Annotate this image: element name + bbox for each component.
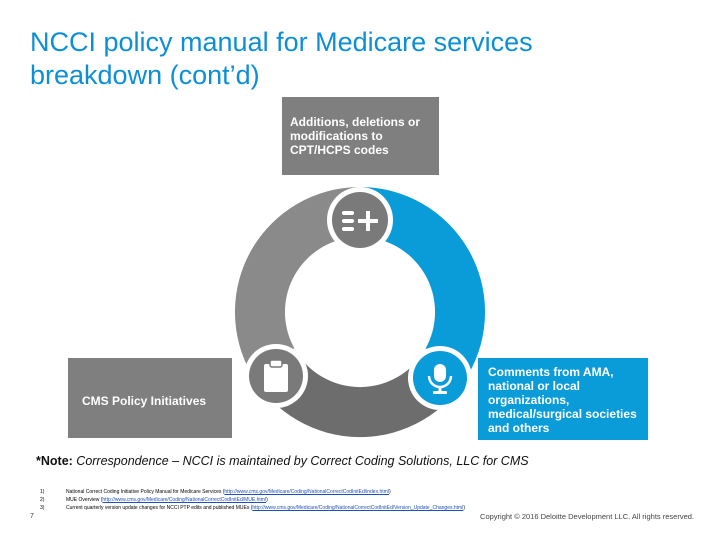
footnote-3: Current quarterly version update changes… <box>66 505 466 511</box>
note: *Note: Correspondence – NCCI is maintain… <box>36 454 529 468</box>
note-text: Correspondence – NCCI is maintained by C… <box>72 454 529 468</box>
footnote-number: 1) <box>40 489 45 495</box>
clipboard-icon <box>244 344 308 408</box>
copyright: Copyright © 2016 Deloitte Development LL… <box>480 512 694 521</box>
footnote-numbers: 1) 2) 3) <box>40 488 44 512</box>
footnote-link[interactable]: http://www.cms.gov/Medicare/Coding/Natio… <box>252 505 464 511</box>
note-label: *Note: <box>36 454 73 468</box>
box-cms-policy-initiatives: CMS Policy Initiatives <box>68 358 232 438</box>
footnote-1: National Correct Coding Initiative Polic… <box>66 489 391 495</box>
footnote-number: 2) <box>40 497 45 503</box>
box-additions-deletions: Additions, deletions or modifications to… <box>282 97 439 175</box>
page-number: 7 <box>30 513 34 520</box>
footnote-link[interactable]: http://www.cms.gov/Medicare/Coding/Natio… <box>102 497 267 503</box>
box-comments: Comments from AMA, national or local org… <box>478 358 648 440</box>
list-plus-icon <box>327 187 393 253</box>
footnote-number: 3) <box>40 505 45 511</box>
footnote-link[interactable]: http://www.cms.gov/Medicare/Coding/Natio… <box>224 489 389 495</box>
footnotes: National Correct Coding Initiative Polic… <box>66 488 465 512</box>
microphone-icon <box>408 346 472 410</box>
ring-segment-right <box>360 187 486 375</box>
slide-title: NCCI policy manual for Medicare services… <box>30 27 533 90</box>
ring-segment-left <box>234 187 360 375</box>
footnote-2: MUE Overview (http://www.cms.gov/Medicar… <box>66 497 268 503</box>
